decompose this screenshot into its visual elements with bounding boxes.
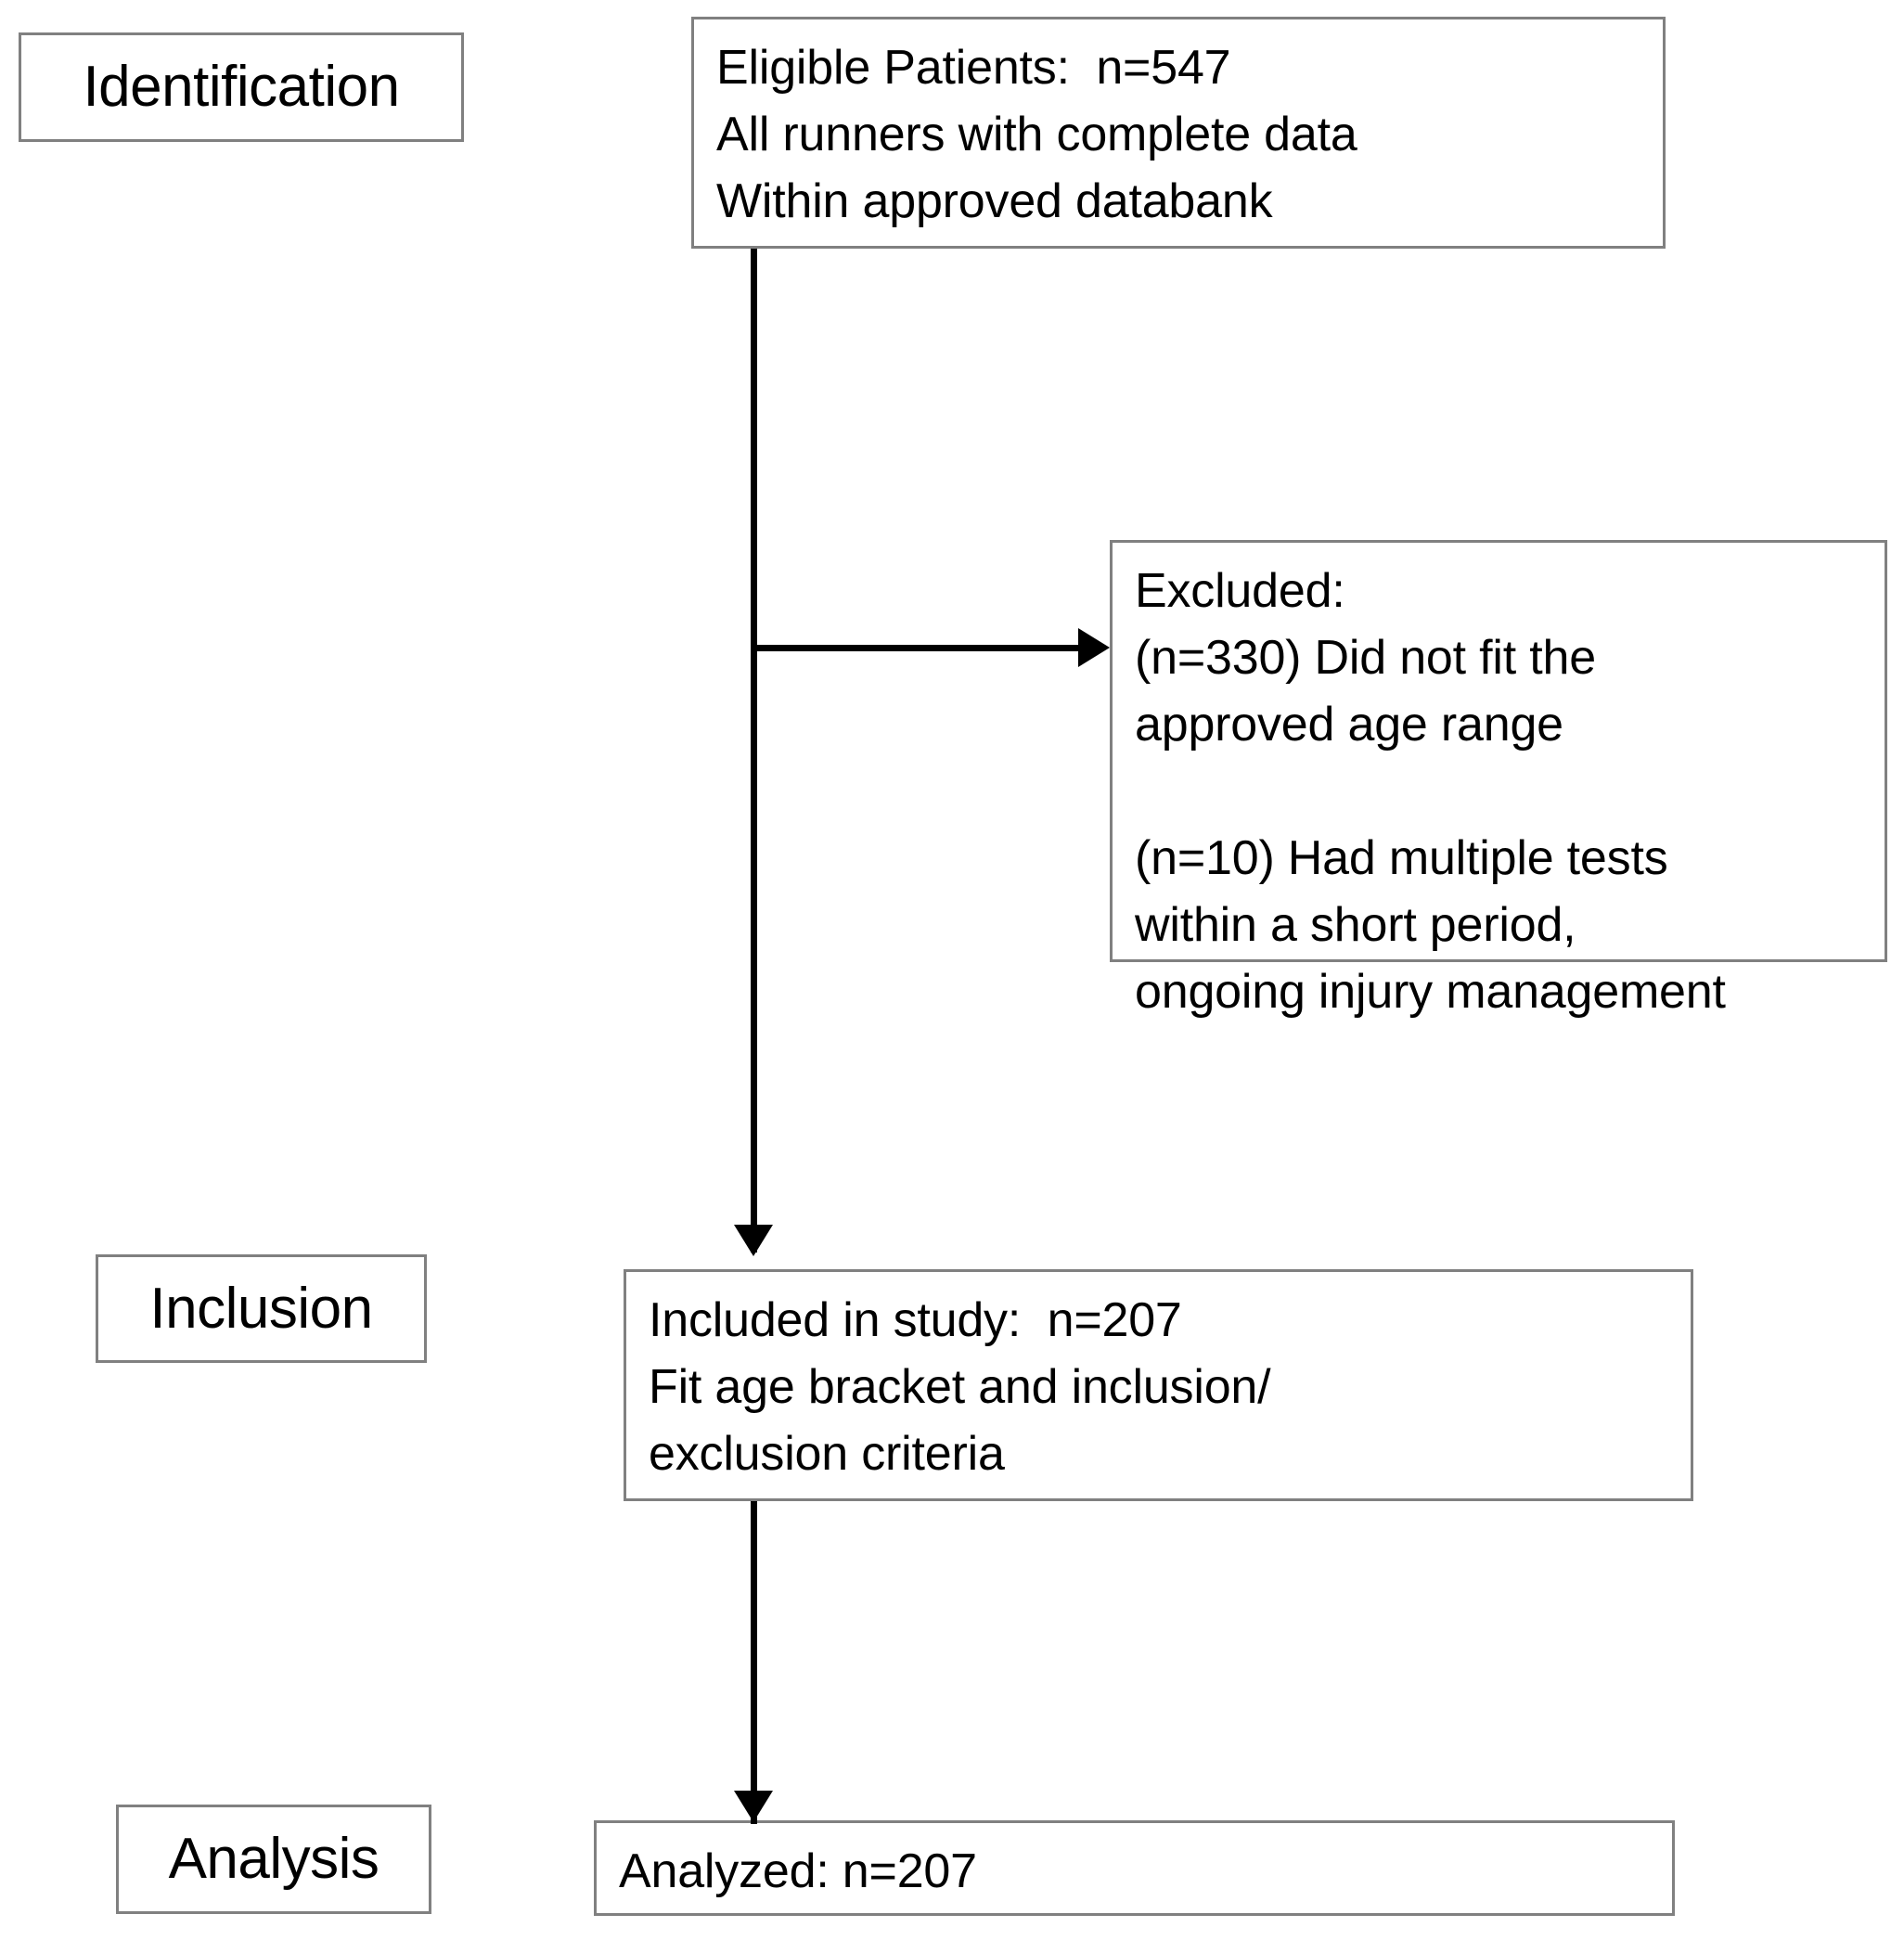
node-excluded-line-5: (n=10) Had multiple tests — [1135, 831, 1668, 885]
stage-label-identification: Identification — [19, 32, 464, 142]
node-excluded-line-3: approved age range — [1135, 698, 1563, 752]
node-included-line-3: exclusion criteria — [649, 1427, 1005, 1481]
connector-eligible-to-included — [751, 249, 757, 1253]
stage-label-inclusion-text: Inclusion — [149, 1276, 373, 1341]
node-excluded-line-7: ongoing injury management — [1135, 965, 1726, 1019]
node-excluded: Excluded: (n=330) Did not fit the approv… — [1110, 540, 1887, 1019]
node-excluded-line-1: Excluded: — [1135, 564, 1345, 618]
stage-label-inclusion: Inclusion — [96, 1254, 427, 1363]
node-analyzed-line-1: Analyzed: n=207 — [619, 1844, 977, 1898]
node-excluded-line-6: within a short period, — [1135, 898, 1576, 952]
arrowhead-right-to-excluded — [1078, 628, 1110, 667]
node-eligible-patients: Eligible Patients: n=547 All runners wit… — [691, 17, 1666, 249]
stage-label-analysis-text: Analysis — [168, 1827, 380, 1891]
stage-label-analysis: Analysis — [116, 1805, 431, 1914]
stage-label-identification-text: Identification — [83, 55, 400, 119]
node-excluded-line-spacer — [1135, 758, 1862, 825]
node-eligible-line-2: All runners with complete data — [716, 108, 1357, 161]
node-included-line-1: Included in study: n=207 — [649, 1293, 1182, 1347]
node-analyzed: Analyzed: n=207 — [594, 1820, 1675, 1916]
connector-included-to-analyzed — [751, 1501, 757, 1824]
node-eligible-line-1: Eligible Patients: n=547 — [716, 41, 1231, 95]
node-eligible-line-3: Within approved databank — [716, 174, 1273, 228]
arrowhead-down-to-included — [734, 1225, 773, 1256]
node-excluded-line-2: (n=330) Did not fit the — [1135, 631, 1596, 685]
arrowhead-down-to-analyzed — [734, 1791, 773, 1822]
connector-branch-to-excluded — [753, 645, 1080, 651]
node-included-line-2: Fit age bracket and inclusion/ — [649, 1360, 1271, 1414]
node-included-in-study: Included in study: n=207 Fit age bracket… — [624, 1269, 1693, 1501]
